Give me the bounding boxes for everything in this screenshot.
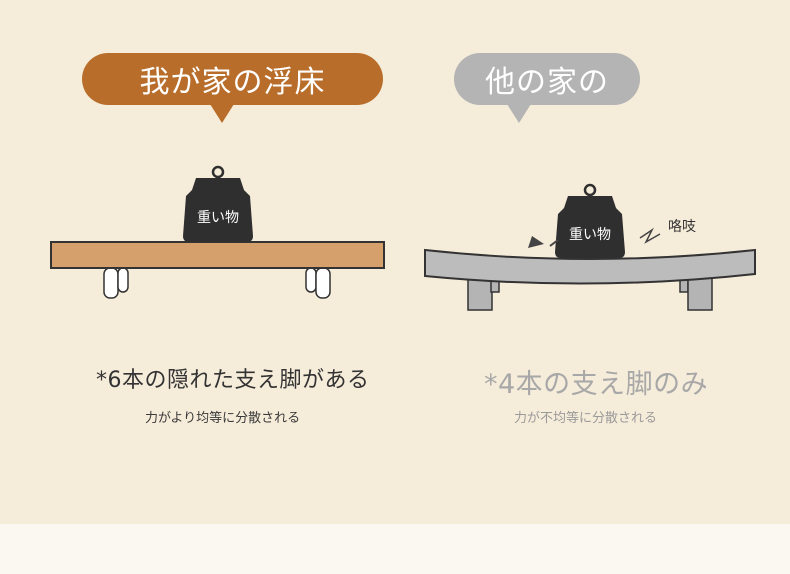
creak-sound-label: 咯吱 [668, 219, 696, 235]
right-title-bubble: 他の家の [454, 53, 640, 123]
left-floating-bed [50, 165, 385, 299]
right-weight-label: 重い物 [569, 227, 611, 243]
left-hidden-leg-left [103, 267, 129, 299]
left-weight-icon [183, 165, 253, 242]
left-wood-board [50, 241, 385, 269]
left-weight-label: 重い物 [197, 210, 239, 226]
creak-marks-icon [528, 227, 661, 248]
right-sagging-board [424, 248, 756, 285]
right-caption-sub: 力が不均等に分散される [514, 411, 658, 426]
left-title-bubble: 我が家の浮床 [82, 53, 383, 123]
right-caption-main: *4本の支え脚のみ [484, 369, 709, 400]
right-weight-icon [555, 183, 625, 258]
left-caption-sub: 力がより均等に分散される [145, 411, 301, 426]
left-caption-main: *6本の隠れた支え脚がある [96, 368, 370, 393]
right-ordinary-bed [424, 183, 756, 311]
left-hidden-leg-right [305, 267, 331, 299]
bottom-band [0, 524, 790, 574]
right-leg-right [679, 275, 713, 311]
